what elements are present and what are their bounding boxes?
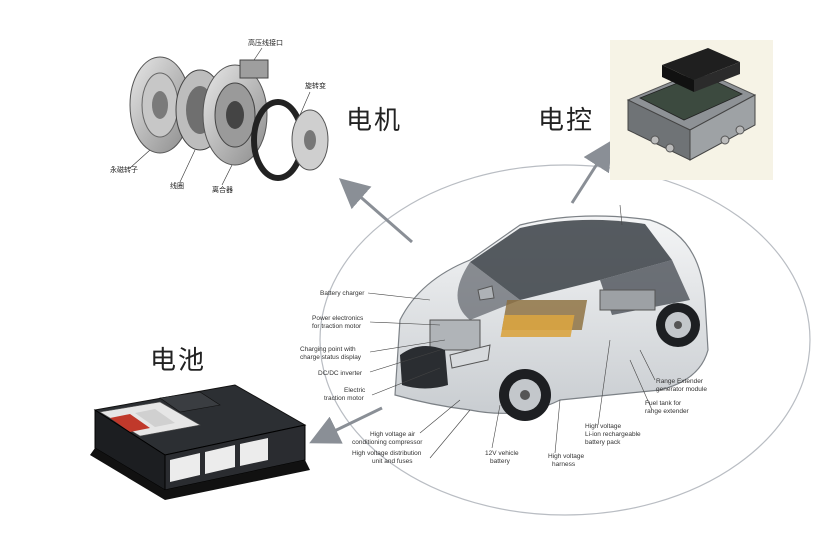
callout-fuel-2: range extender (645, 408, 690, 415)
callout-pack-2: Li-ion rechargeable (585, 431, 641, 438)
callout-12v-2: battery (490, 458, 511, 465)
callout-power-electronics-2: for traction motor (312, 323, 362, 330)
callout-distribution-1: High voltage distribution (352, 450, 422, 457)
controller-illustration (610, 40, 773, 180)
callout-power-electronics-1: Power electronics (312, 315, 364, 322)
motor-part-rotor: 永磁转子 (110, 165, 138, 174)
callouts-left: Battery charger Power electronics for tr… (300, 290, 423, 465)
label-motor: 电机 (346, 106, 403, 136)
callouts-bottom: 12V vehicle battery High voltage harness… (485, 423, 641, 468)
callout-12v-1: 12V vehicle (485, 450, 519, 457)
callout-harness-2: harness (552, 461, 576, 468)
car-illustration (394, 215, 709, 421)
arrow-to-motor (338, 178, 413, 244)
callout-range-1: Range Extender (656, 378, 704, 385)
callout-distribution-2: unit and fuses (372, 458, 413, 465)
motor-part-winding: 线圈 (170, 181, 184, 190)
callout-ac-1: High voltage air (370, 431, 416, 438)
callout-charging-point-2: charge status display (300, 354, 362, 361)
motor-part-resolver: 旋转变 (305, 81, 326, 90)
callout-fuel-1: Fuel tank for (645, 400, 682, 407)
callout-charging-point-1: Charging point with (300, 346, 356, 353)
label-battery: 电池 (150, 346, 207, 376)
callouts-right: Range Extender generator module Fuel tan… (645, 378, 707, 415)
motor-illustration: 高压线接口 旋转变 永磁转子 线圈 离合器 (110, 38, 329, 194)
callout-pack-1: High voltage (585, 423, 622, 430)
callout-lines (367, 204, 656, 459)
callout-traction-1: Electric (344, 387, 366, 394)
motor-part-hv-outlet: 高压线接口 (248, 38, 283, 47)
callout-battery-charger: Battery charger (320, 290, 365, 297)
battery-illustration (90, 384, 310, 500)
arrow-to-battery (309, 406, 383, 444)
callout-traction-2: traction motor (324, 395, 365, 402)
callout-range-2: generator module (656, 386, 707, 393)
callout-dcdc: DC/DC inverter (318, 370, 363, 377)
motor-part-clutch: 离合器 (212, 185, 233, 194)
callout-harness-1: High voltage (548, 453, 585, 460)
arrow-to-controller (570, 139, 613, 204)
callout-ac-2: conditioning compressor (352, 439, 423, 446)
callout-pack-3: battery pack (585, 439, 621, 446)
label-controller: 电控 (538, 106, 595, 136)
